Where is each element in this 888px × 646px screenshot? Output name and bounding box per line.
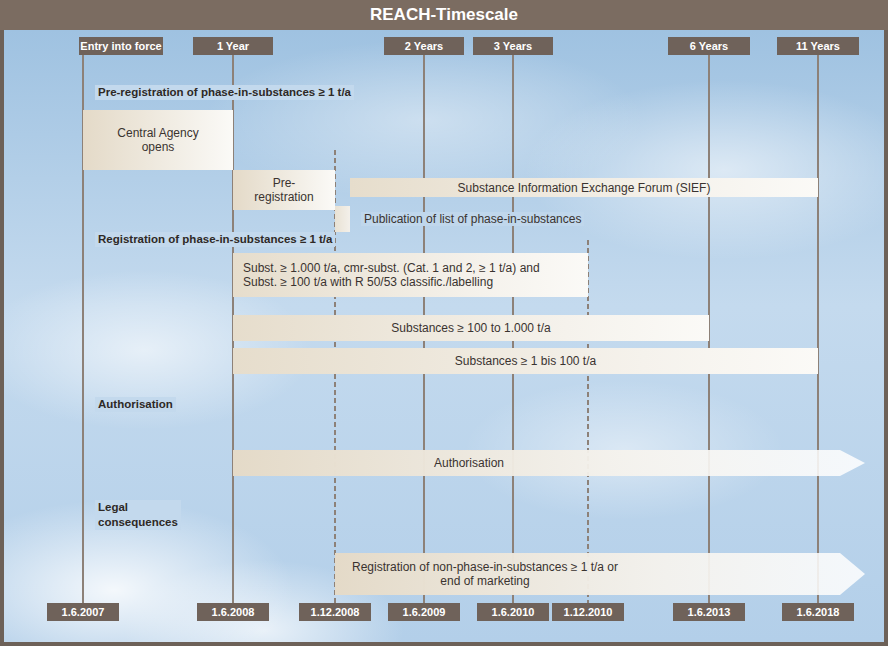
bar-text: Substance Information Exchange Forum (SI… (458, 181, 711, 195)
date-marker: 1.6.2009 (388, 603, 460, 621)
marker-text: 1.6.2010 (492, 605, 535, 619)
marker-text: 11 Years (796, 39, 840, 53)
marker-text: 1.6.2007 (62, 605, 105, 619)
title-bar: REACH-Timescale (0, 0, 888, 30)
bar-text: Subst. ≥ 1.000 t/a, cmr-subst. (Cat. 1 a… (243, 261, 543, 289)
year-marker: 2 Years (384, 37, 464, 55)
marker-text: 6 Years (690, 39, 728, 53)
marker-text: 1.6.2008 (212, 605, 255, 619)
phase-bar: Substance Information Exchange Forum (SI… (350, 178, 818, 197)
phase-bar: Substances ≥ 100 to 1.000 t/a (233, 315, 709, 341)
marker-text: 3 Years (494, 39, 532, 53)
bar-text: Substances ≥ 1 bis 100 t/a (455, 354, 596, 368)
date-marker: 1.12.2008 (299, 603, 371, 621)
bar-text: Authorisation (434, 456, 504, 470)
year-marker: 3 Years (473, 37, 553, 55)
title-text: REACH-Timescale (370, 5, 518, 25)
bar-text: Central Agency opens (108, 126, 208, 154)
arrow-bar: Authorisation (233, 450, 865, 476)
date-marker: 1.6.2010 (477, 603, 549, 621)
marker-text: 1.6.2009 (403, 605, 446, 619)
phase-box: Central Agency opens (83, 110, 233, 170)
year-marker: 1 Year (193, 37, 273, 55)
marker-text: 1.12.2008 (311, 605, 360, 619)
phase-box: Pre- registration (233, 170, 335, 210)
date-marker: 1.12.2010 (552, 603, 624, 621)
bar-text: Registration of non-phase-in-substances … (343, 560, 628, 588)
marker-text: 1.6.2013 (688, 605, 731, 619)
bar-text: Substances ≥ 100 to 1.000 t/a (391, 321, 550, 335)
section-heading: Legal consequences (95, 500, 181, 530)
section-heading: Authorisation (95, 397, 176, 412)
section-heading: Pre-registration of phase-in-substances … (95, 85, 354, 100)
year-marker: 6 Years (668, 37, 750, 55)
phase-bar: Publication of list of phase-in-substanc… (335, 206, 635, 232)
marker-text: 1.12.2010 (564, 605, 613, 619)
timeline-line (817, 55, 819, 603)
marker-text: Entry into force (80, 39, 161, 53)
date-marker: 1.6.2018 (782, 603, 854, 621)
date-marker: 1.6.2007 (47, 603, 119, 621)
arrow-bar: Registration of non-phase-in-substances … (335, 553, 865, 595)
phase-bar: Substances ≥ 1 bis 100 t/a (233, 348, 818, 374)
marker-text: 2 Years (405, 39, 443, 53)
marker-text: 1.6.2018 (797, 605, 840, 619)
year-marker: 11 Years (777, 37, 859, 55)
bar-text: Publication of list of phase-in-substanc… (361, 212, 584, 226)
date-marker: 1.6.2008 (197, 603, 269, 621)
year-marker: Entry into force (79, 37, 163, 55)
date-marker: 1.6.2013 (673, 603, 745, 621)
phase-bar: Subst. ≥ 1.000 t/a, cmr-subst. (Cat. 1 a… (233, 253, 588, 297)
marker-text: 1 Year (217, 39, 249, 53)
section-heading: Registration of phase-in-substances ≥ 1 … (95, 232, 335, 247)
arrow-shape (233, 450, 865, 476)
bar-text: Pre- registration (244, 176, 324, 204)
